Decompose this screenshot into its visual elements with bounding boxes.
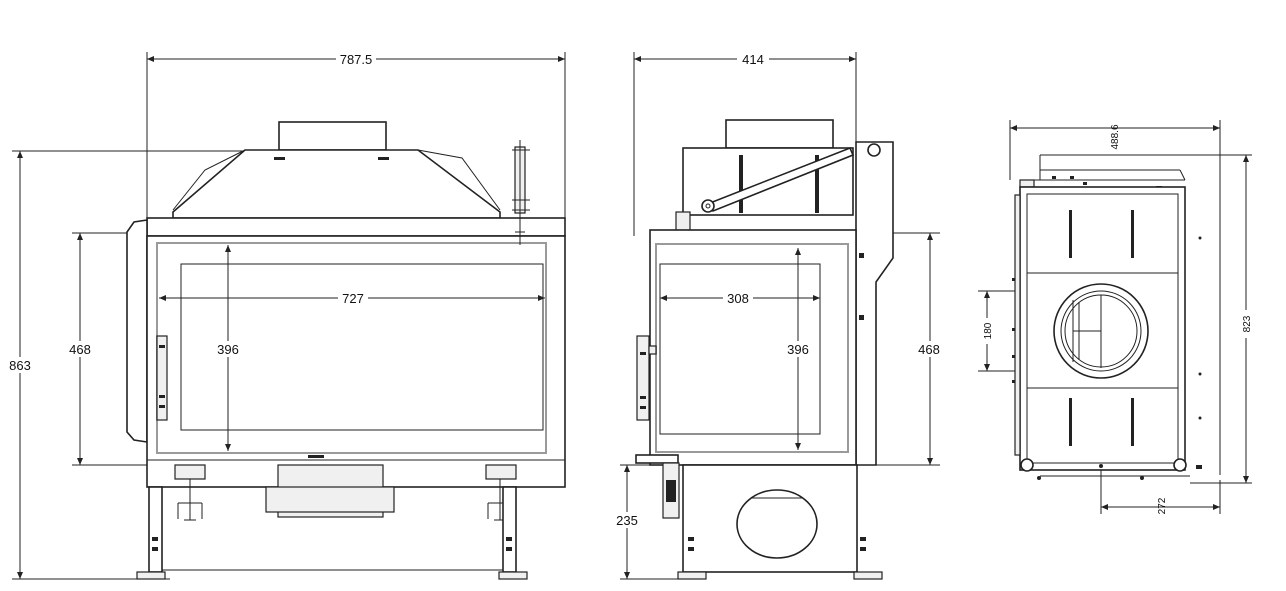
front-width-label: 787.5 (340, 52, 373, 67)
side-glass-height-label: 396 (787, 342, 809, 357)
top-depth-label: 823 (1242, 315, 1253, 332)
top-flue-size-label: 180 (983, 322, 994, 339)
side-view: 414 308 396 468 235 (613, 52, 945, 580)
front-height-label: 863 (9, 358, 31, 373)
top-flue-offset-label: 272 (1157, 497, 1168, 514)
side-depth-label: 414 (742, 52, 764, 67)
side-glass-width-label: 308 (727, 291, 749, 306)
top-view: 488.6 823 180 272 (978, 120, 1253, 514)
side-base-height-label: 235 (616, 513, 638, 528)
front-glass-width-label: 727 (342, 291, 364, 306)
front-glass-height-label: 396 (217, 342, 239, 357)
top-width-label: 488.6 (1110, 124, 1121, 149)
front-opening-height-label: 468 (69, 342, 91, 357)
side-opening-height-label: 468 (918, 342, 940, 357)
front-view: 787.5 863 468 727 396 (8, 52, 566, 580)
